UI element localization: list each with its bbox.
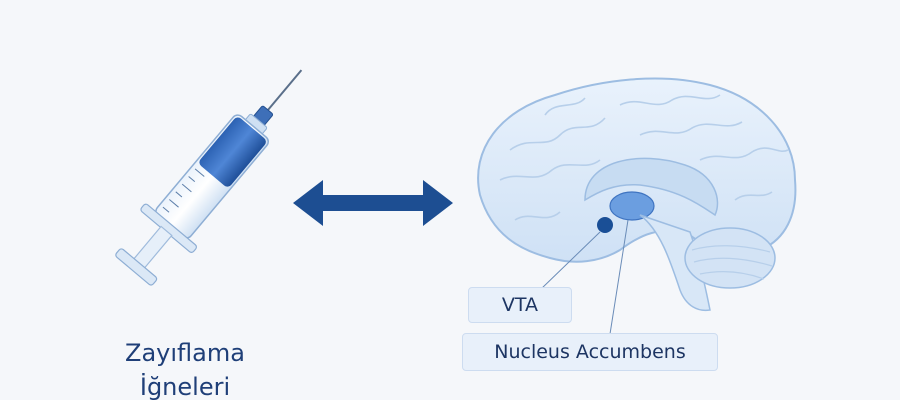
vta-label: VTA bbox=[468, 287, 572, 323]
double-arrow-icon bbox=[293, 180, 453, 226]
vta-leader-line bbox=[539, 231, 601, 291]
syringe-caption-line1: Zayıflama bbox=[125, 339, 245, 367]
brain-icon bbox=[477, 77, 797, 335]
vta-marker bbox=[597, 217, 613, 233]
syringe-caption-line2: İğneleri bbox=[139, 373, 231, 400]
syringe-caption: Zayıflama İğneleri bbox=[90, 336, 280, 400]
nac-leader-line bbox=[609, 219, 629, 335]
syringe-icon bbox=[115, 69, 303, 286]
nucleus-accumbens-label: Nucleus Accumbens bbox=[462, 333, 718, 371]
